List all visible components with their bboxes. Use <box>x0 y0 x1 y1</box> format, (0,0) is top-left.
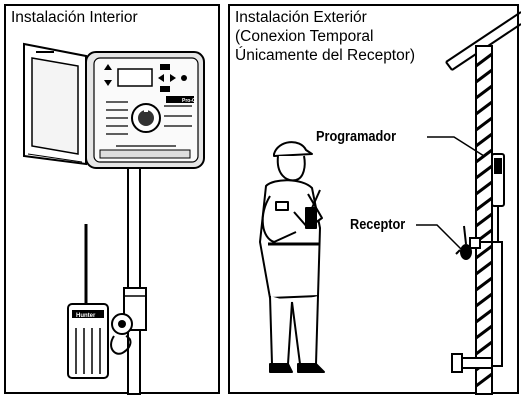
wall-pipes <box>451 237 503 373</box>
conduit-pipe <box>123 163 147 395</box>
up-arrow-icon <box>104 64 112 70</box>
wall-column <box>475 45 493 395</box>
remote-receiver <box>67 224 109 379</box>
outdoor-title-line: (Conexion Temporal <box>235 28 374 45</box>
panel-outdoor-installation: Instalación Exteriór (Conexion Temporal … <box>228 4 521 395</box>
outdoor-title-line: Únicamente del Receptor) <box>235 47 416 64</box>
panel-indoor-installation: Instalación Interior <box>4 4 220 395</box>
indoor-illustration: Pro-C Hunter <box>23 42 205 395</box>
controller-display <box>117 68 153 87</box>
wall-receiver-device <box>455 225 472 260</box>
controller-door <box>23 42 87 166</box>
pipe-connector <box>110 313 133 355</box>
outdoor-title: Instalación Exteriór (Conexion Temporal … <box>235 8 415 65</box>
outdoor-title-line: Instalación Exteriór <box>235 9 367 26</box>
wall-programmer-box <box>491 153 505 242</box>
controller-model-label: Pro-C <box>182 98 196 104</box>
callout-receiver: Receptor <box>350 216 406 233</box>
worker-figure <box>259 141 325 373</box>
controller-body <box>85 51 205 169</box>
plus-button-icon <box>170 74 176 82</box>
receiver-brand-label: Hunter <box>76 313 96 319</box>
outdoor-illustration <box>259 11 521 395</box>
callout-programmer: Programador <box>316 128 397 145</box>
callout-leaders <box>416 136 485 251</box>
minus-button-icon <box>158 74 164 82</box>
indoor-title: Instalación Interior <box>11 9 138 26</box>
down-arrow-icon <box>104 80 112 86</box>
